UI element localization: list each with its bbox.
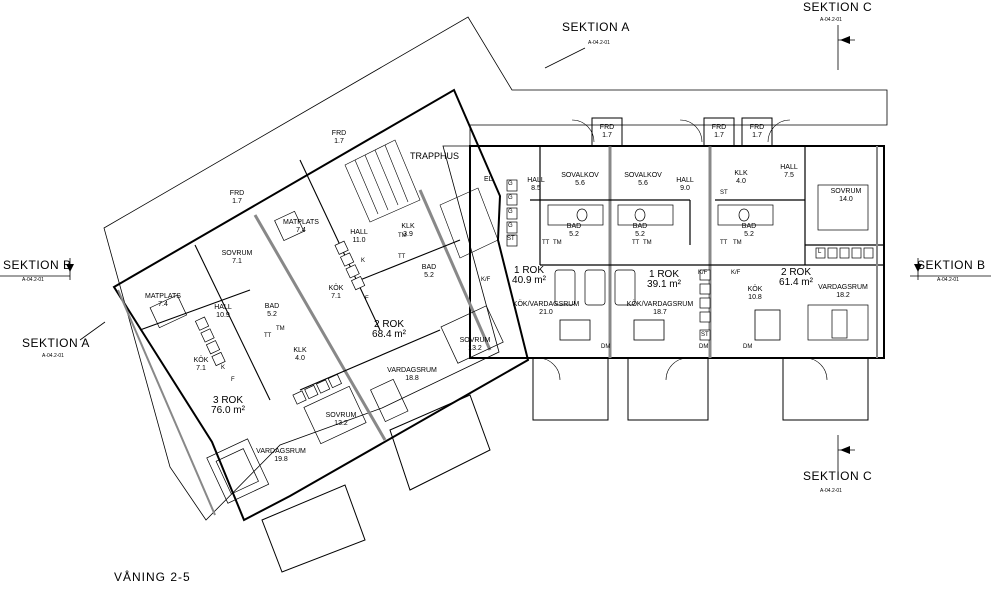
tag-g-3: G	[508, 209, 513, 215]
tag-l-1: L	[818, 249, 822, 255]
tag-g-2: G	[508, 195, 513, 201]
section-b-right-ref: A-04.2-01	[937, 277, 959, 283]
stair-label: TRAPPHUS	[410, 151, 460, 161]
tag-tt-4: TT	[398, 254, 406, 260]
tag-dm-2: DM	[601, 344, 611, 350]
tag-kf-1: K/F	[698, 270, 708, 276]
section-b-left-ref: A-04.2-01	[22, 277, 44, 283]
tag-tm-1: TM	[553, 240, 562, 246]
tag-kf-3: K/F	[481, 277, 491, 283]
elevator-label: EL	[484, 176, 493, 183]
tag-tm-5: TM	[276, 326, 285, 332]
balcony-4	[389, 394, 491, 491]
tag-dm-1: DM	[699, 344, 709, 350]
section-c-top-ref: A-04.2-01	[820, 17, 842, 23]
tag-f-2: F	[231, 377, 235, 383]
balcony-2	[627, 357, 709, 421]
section-a-left-ref: A-04.2-01	[42, 353, 64, 359]
section-a-top-label: SEKTION A	[562, 20, 630, 34]
tag-k-1: K	[361, 258, 366, 264]
tag-tt-5: TT	[264, 333, 272, 339]
drawing-title: VÅNING 2-5	[114, 570, 191, 584]
tag-f-1: F	[365, 296, 369, 302]
west-wing-outline	[103, 16, 888, 521]
tag-g-1: G	[508, 181, 513, 187]
tag-st-2: ST	[720, 190, 728, 196]
tag-g-4: G	[508, 223, 513, 229]
section-c-bottom-ref: A-04.2-01	[820, 488, 842, 494]
section-a-left-label: SEKTION A	[22, 336, 90, 350]
tag-tm-2: TM	[643, 240, 652, 246]
west-wing-walls	[112, 88, 530, 522]
balcony-1	[532, 357, 609, 421]
balcony-3	[782, 357, 869, 421]
tag-k-2: K	[221, 365, 226, 371]
balcony-5	[261, 484, 366, 573]
tag-st-1: ST	[507, 236, 515, 242]
section-b-left-label: SEKTION B	[3, 258, 72, 272]
tag-tm-4: TM	[398, 233, 407, 239]
tag-tt-3: TT	[720, 240, 728, 246]
tag-dm-3: DM	[743, 344, 753, 350]
section-a-top-ref: A-04.2-01	[588, 40, 610, 46]
tag-tt-1: TT	[542, 240, 550, 246]
section-c-top-label: SEKTION C	[803, 0, 873, 14]
tag-st-3: ST	[701, 332, 709, 338]
tag-kf-2: K/F	[731, 270, 741, 276]
tag-tt-2: TT	[632, 240, 640, 246]
tag-tm-3: TM	[733, 240, 742, 246]
section-c-bottom-label: SEKTION C	[803, 469, 873, 483]
section-b-right-label: SEKTION B	[917, 258, 986, 272]
